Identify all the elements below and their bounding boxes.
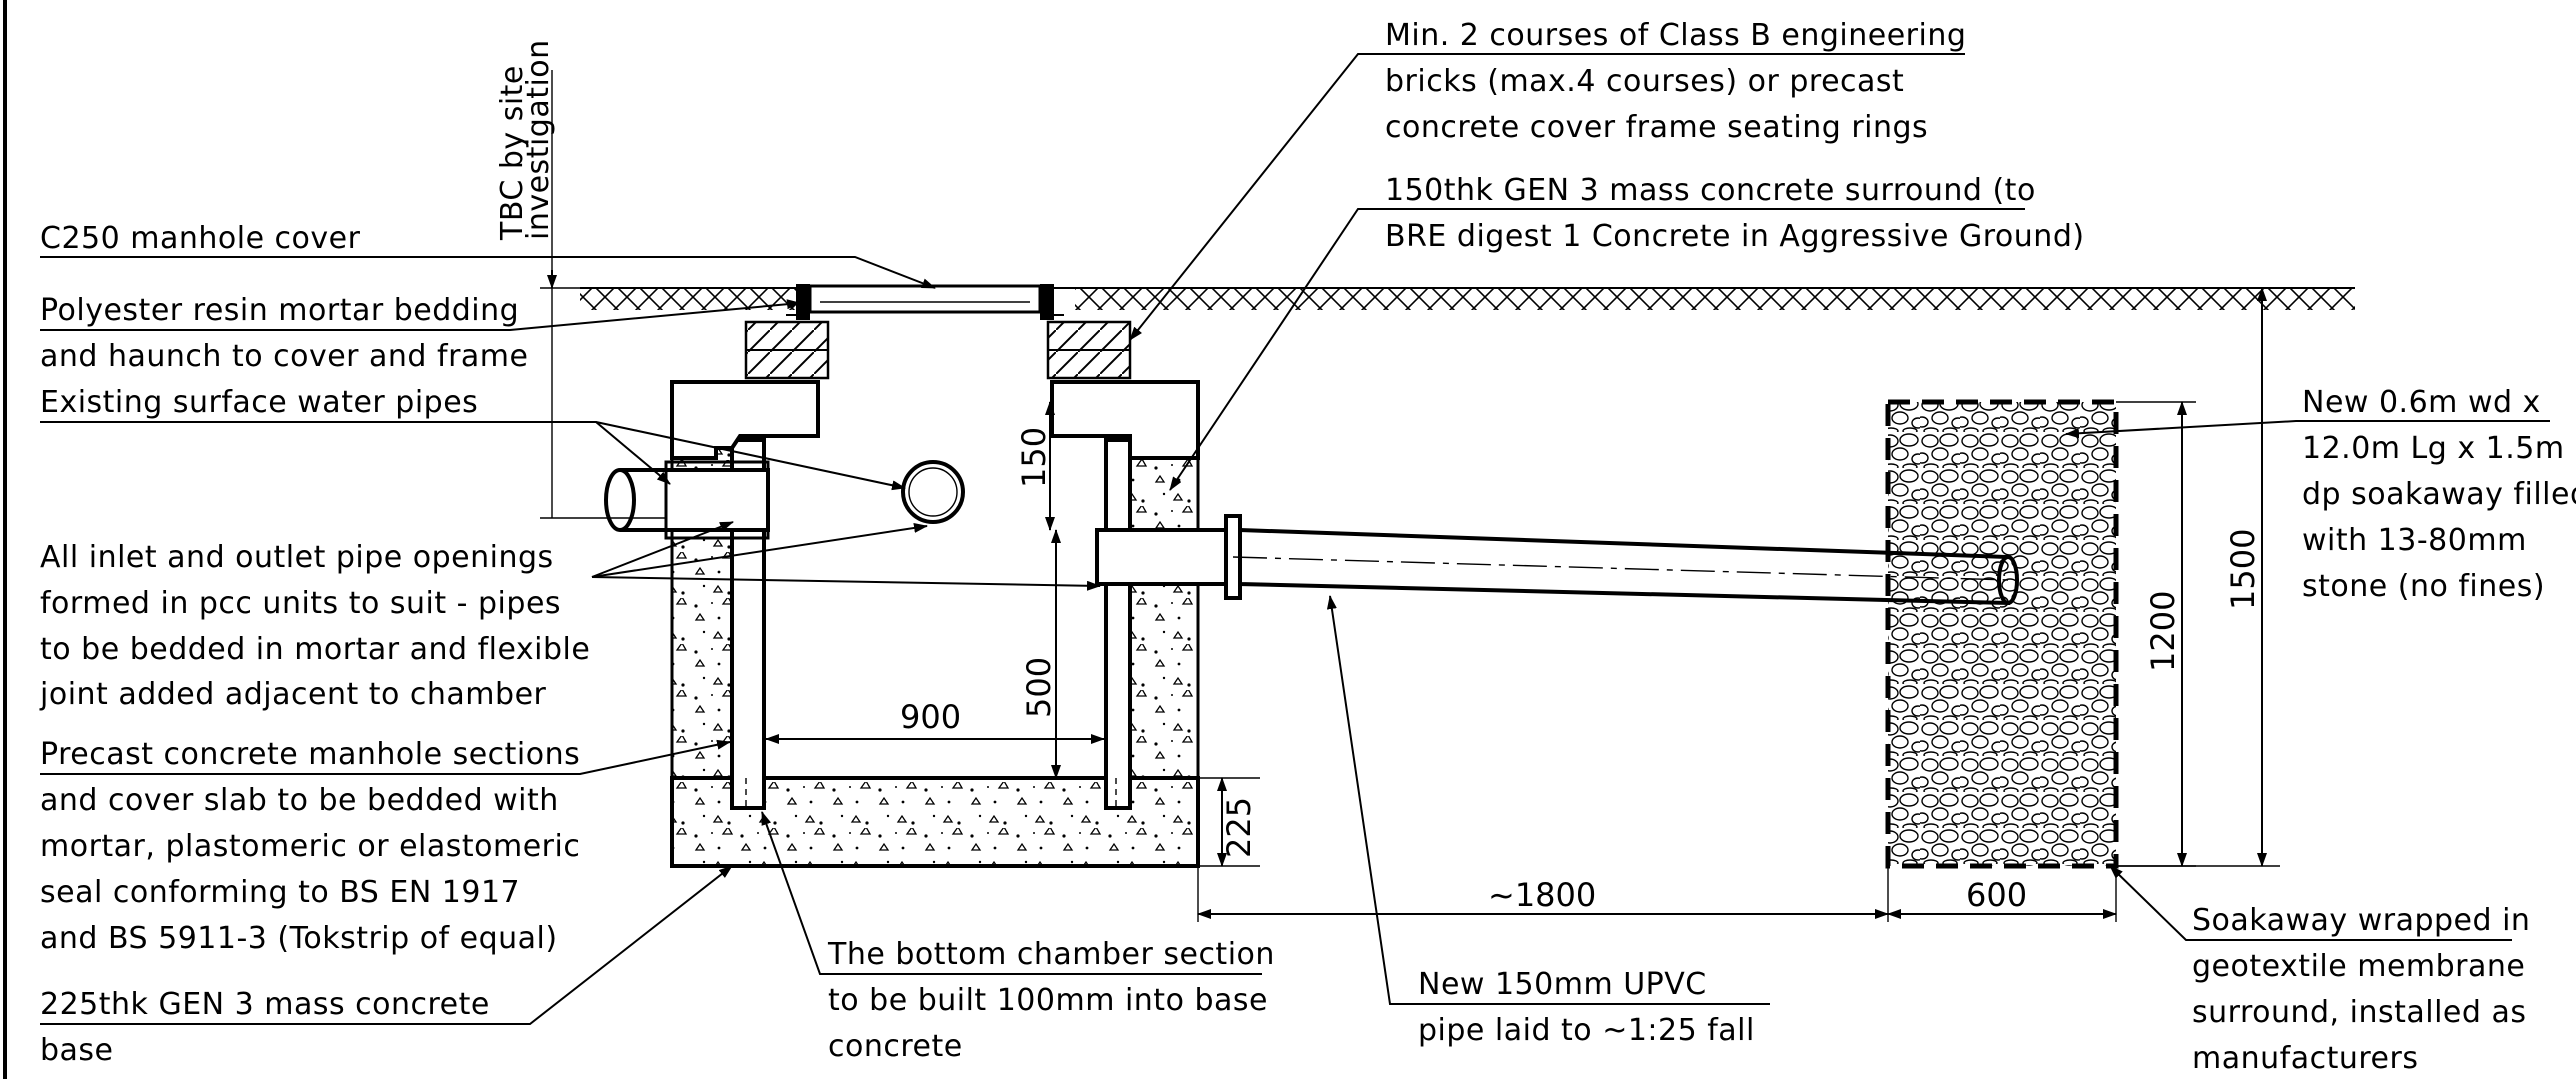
- svg-text:150thk GEN 3 mass concrete sur: 150thk GEN 3 mass concrete surround (to: [1385, 173, 2036, 208]
- dimension-600: 600: [1887, 866, 2117, 922]
- svg-text:mortar, plastomeric or elastom: mortar, plastomeric or elastomeric: [40, 829, 580, 864]
- note-upvc-pipe: New 150mm UPVC pipe laid to ~1:25 fall: [1326, 595, 1770, 1048]
- svg-text:and cover slab to be bedded wi: and cover slab to be bedded with: [40, 783, 559, 818]
- dimension-900: 900: [765, 698, 1105, 744]
- svg-text:12.0m Lg x 1.5m: 12.0m Lg x 1.5m: [2302, 431, 2565, 466]
- dimension-tbc: TBC by site investigation: [495, 39, 666, 519]
- svg-text:surround, installed as: surround, installed as: [2192, 995, 2526, 1030]
- svg-text:to be bedded in mortar and fle: to be bedded in mortar and flexible: [40, 632, 590, 667]
- dimension-1500: 1500: [2116, 287, 2280, 867]
- svg-text:and BS 5911-3 (Tokstrip of equ: and BS 5911-3 (Tokstrip of equal): [40, 921, 558, 956]
- svg-text:geotextile membrane: geotextile membrane: [2192, 949, 2525, 984]
- svg-text:concrete: concrete: [828, 1029, 963, 1064]
- svg-text:dp soakaway filled: dp soakaway filled: [2302, 477, 2576, 512]
- svg-text:Polyester resin mortar bedding: Polyester resin mortar bedding: [40, 293, 519, 328]
- svg-text:150: 150: [1015, 427, 1053, 488]
- svg-text:formed in pcc units to suit -: formed in pcc units to suit - pipes: [40, 586, 561, 621]
- note-concrete-base: 225thk GEN 3 mass concrete base: [40, 865, 733, 1068]
- svg-text:New 0.6m wd x: New 0.6m wd x: [2302, 385, 2541, 420]
- note-geotextile-wrap: Soakaway wrapped in geotextile membrane …: [2109, 865, 2530, 1076]
- dimension-1200: 1200: [2116, 401, 2196, 867]
- svg-text:The bottom chamber section: The bottom chamber section: [827, 937, 1275, 972]
- svg-text:225: 225: [1220, 797, 1258, 858]
- svg-text:500: 500: [1020, 657, 1058, 718]
- svg-text:Precast concrete manhole secti: Precast concrete manhole sections: [40, 737, 580, 772]
- svg-text:to be built 100mm into base: to be built 100mm into base: [828, 983, 1268, 1018]
- svg-text:Soakaway wrapped in: Soakaway wrapped in: [2192, 903, 2530, 938]
- existing-inlet-pipe: [604, 460, 965, 540]
- svg-text:1500: 1500: [2224, 529, 2262, 610]
- svg-text:BRE digest 1 Concrete in Aggre: BRE digest 1 Concrete in Aggressive Grou…: [1385, 219, 2085, 254]
- svg-text:~1800: ~1800: [1488, 876, 1596, 914]
- svg-text:and haunch to cover and frame: and haunch to cover and frame: [40, 339, 528, 374]
- svg-text:with 13-80mm: with 13-80mm: [2302, 523, 2527, 558]
- dimension-500: 500: [1020, 529, 1061, 779]
- svg-text:C250 manhole cover: C250 manhole cover: [40, 221, 361, 256]
- manhole-cover: [786, 284, 1064, 320]
- svg-text:900: 900: [900, 698, 961, 736]
- svg-text:manufacturers: manufacturers: [2192, 1041, 2418, 1076]
- brick-courses: [744, 320, 1132, 380]
- note-existing-pipes: Existing surface water pipes: [40, 385, 906, 491]
- svg-text:All inlet and outlet pipe open: All inlet and outlet pipe openings: [40, 540, 554, 575]
- svg-text:stone (no fines): stone (no fines): [2302, 569, 2545, 604]
- dimension-225: 225: [1198, 777, 1260, 867]
- svg-text:TBC by site: TBC by site: [495, 65, 530, 241]
- svg-text:Existing surface water pipes: Existing surface water pipes: [40, 385, 478, 420]
- dimension-1800: ~1800: [1197, 866, 1889, 922]
- svg-text:Min. 2 courses of Class B engi: Min. 2 courses of Class B engineering: [1385, 18, 1966, 53]
- note-bottom-chamber: The bottom chamber section to be built 1…: [761, 811, 1275, 1064]
- dimension-150: 150: [1015, 401, 1055, 531]
- precast-cover-slab: [670, 380, 1200, 460]
- svg-text:pipe laid to ~1:25 fall: pipe laid to ~1:25 fall: [1418, 1013, 1755, 1048]
- svg-text:base: base: [40, 1033, 114, 1068]
- svg-text:225thk GEN 3 mass concrete: 225thk GEN 3 mass concrete: [40, 987, 490, 1022]
- note-engineering-bricks: Min. 2 courses of Class B engineering br…: [1129, 18, 1966, 341]
- note-manhole-cover: C250 manhole cover: [40, 221, 936, 289]
- note-resin-mortar-bedding: Polyester resin mortar bedding and haunc…: [40, 293, 801, 374]
- note-pipe-openings: All inlet and outlet pipe openings forme…: [39, 521, 1101, 712]
- svg-text:joint added adjacent to chambe: joint added adjacent to chamber: [39, 677, 547, 712]
- svg-text:investigation: investigation: [521, 39, 556, 240]
- upvc-outlet-pipe: [1095, 514, 2019, 606]
- svg-text:600: 600: [1966, 876, 2027, 914]
- note-precast-sections: Precast concrete manhole sections and co…: [40, 737, 731, 956]
- svg-text:New 150mm UPVC: New 150mm UPVC: [1418, 967, 1707, 1002]
- svg-text:1200: 1200: [2144, 591, 2182, 672]
- svg-text:concrete cover frame seating r: concrete cover frame seating rings: [1385, 110, 1928, 145]
- soakaway-pit: [1885, 399, 2119, 869]
- svg-text:seal conforming to BS EN 1917: seal conforming to BS EN 1917: [40, 875, 520, 910]
- note-soakaway: New 0.6m wd x 12.0m Lg x 1.5m dp soakawa…: [2065, 385, 2576, 604]
- note-concrete-surround: 150thk GEN 3 mass concrete surround (to …: [1169, 173, 2085, 491]
- svg-text:bricks (max.4 courses) or prec: bricks (max.4 courses) or precast: [1385, 64, 1904, 99]
